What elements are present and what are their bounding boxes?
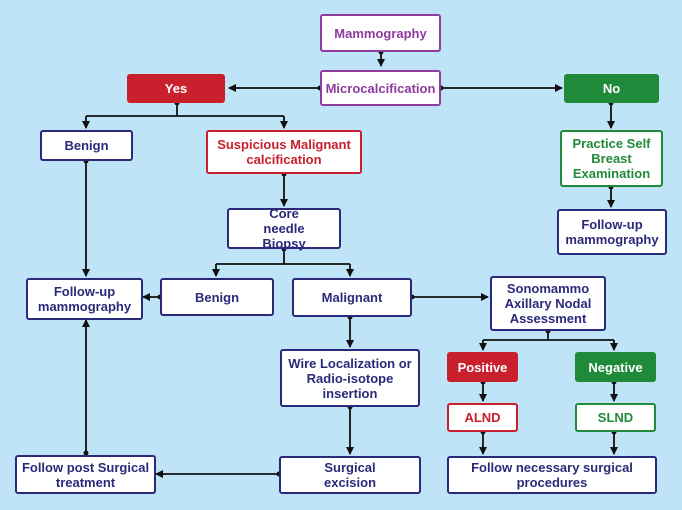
node-suspicious-malignant: Suspicious Malignant calcification [206, 130, 362, 174]
node-benign-top: Benign [40, 130, 133, 161]
node-negative: Negative [575, 352, 656, 382]
node-core-needle-biopsy: Core needle Biopsy [227, 206, 341, 251]
node-mammography: Mammography [320, 14, 441, 52]
node-no: No [564, 74, 659, 103]
node-slnd: SLND [575, 403, 656, 432]
node-positive: Positive [447, 352, 518, 382]
node-yes: Yes [127, 74, 225, 103]
node-follow-necessary-procedures: Follow necessary surgical procedures [447, 456, 657, 494]
node-followup-left: Follow-up mammography [26, 278, 143, 320]
node-sonomammo-assessment: Sonomammo Axillary Nodal Assessment [490, 276, 606, 331]
node-wire-localization: Wire Localization or Radio-isotope inser… [280, 349, 420, 407]
node-follow-post-surgical: Follow post Surgical treatment [15, 455, 156, 494]
node-alnd: ALND [447, 403, 518, 432]
node-malignant: Malignant [292, 278, 412, 317]
node-benign-mid: Benign [160, 278, 274, 316]
node-practice-self-exam: Practice Self Breast Examination [560, 130, 663, 187]
node-microcalcification: Microcalcification [320, 70, 441, 106]
node-surgical-excision: Surgical excision [279, 456, 421, 494]
node-followup-right: Follow-up mammography [557, 209, 667, 255]
